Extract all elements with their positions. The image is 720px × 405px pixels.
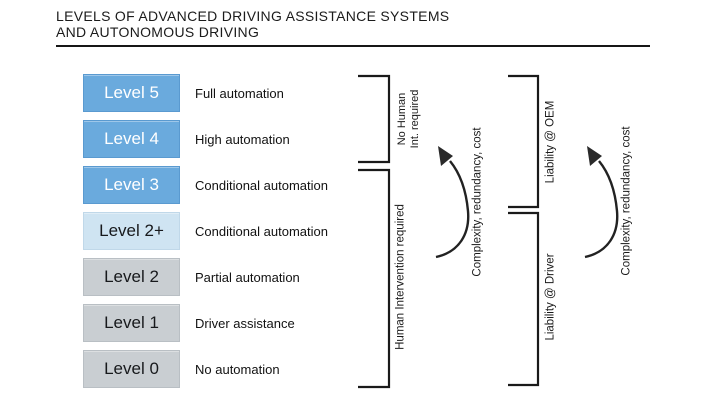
level-row: Level 2 Partial automation — [0, 258, 720, 296]
arrowhead-up-icon — [587, 146, 602, 166]
level-box: Level 2 — [83, 258, 180, 296]
level-description: Driver assistance — [195, 315, 295, 331]
level-row: Level 2+ Conditional automation — [0, 212, 720, 250]
level-box: Level 3 — [83, 166, 180, 204]
level-label: Level 2+ — [99, 221, 164, 240]
level-label: Level 5 — [104, 83, 159, 102]
level-description: High automation — [195, 131, 290, 147]
page-title-line1: LEVELS OF ADVANCED DRIVING ASSISTANCE SY… — [56, 8, 450, 24]
label-human-intervention-required: Human Intervention required — [394, 204, 407, 350]
complexity-arrow-right — [584, 160, 619, 259]
label-complexity-left: Complexity, redundancy, cost — [471, 127, 484, 277]
level-row: Level 3 Conditional automation — [0, 166, 720, 204]
level-row: Level 0 No automation — [0, 350, 720, 388]
label-no-human-line1: No Human — [396, 92, 408, 146]
bracket-liability-driver — [508, 211, 540, 387]
page-title-line2: AND AUTONOMOUS DRIVING — [56, 24, 260, 40]
level-row: Level 1 Driver assistance — [0, 304, 720, 342]
level-description: Conditional automation — [195, 223, 328, 239]
level-row: Level 4 High automation — [0, 120, 720, 158]
level-description: Partial automation — [195, 269, 300, 285]
level-description: No automation — [195, 361, 280, 377]
level-description: Conditional automation — [195, 177, 328, 193]
label-liability-driver: Liability @ Driver — [544, 253, 557, 341]
level-label: Level 3 — [104, 175, 159, 194]
level-label: Level 4 — [104, 129, 159, 148]
level-label: Level 1 — [104, 313, 159, 332]
complexity-arrow-left — [435, 160, 470, 259]
bracket-no-human-int — [358, 74, 391, 164]
label-no-human-line2: Int. required — [409, 89, 421, 149]
level-box: Level 0 — [83, 350, 180, 388]
level-label: Level 2 — [104, 267, 159, 286]
label-complexity-right: Complexity, redundancy, cost — [620, 126, 633, 276]
title-underline — [56, 45, 650, 47]
arrowhead-up-icon — [438, 146, 453, 166]
level-box: Level 1 — [83, 304, 180, 342]
label-no-human-int-required: No Human Int. required — [396, 90, 422, 149]
bracket-liability-oem — [508, 74, 540, 209]
level-label: Level 0 — [104, 359, 159, 378]
bracket-human-intervention — [358, 168, 391, 389]
level-description: Full automation — [195, 85, 284, 101]
label-liability-oem: Liability @ OEM — [544, 100, 557, 184]
level-row: Level 5 Full automation — [0, 74, 720, 112]
level-box: Level 4 — [83, 120, 180, 158]
page-title: LEVELS OF ADVANCED DRIVING ASSISTANCE SY… — [56, 8, 449, 40]
level-box: Level 2+ — [83, 212, 180, 250]
level-box: Level 5 — [83, 74, 180, 112]
